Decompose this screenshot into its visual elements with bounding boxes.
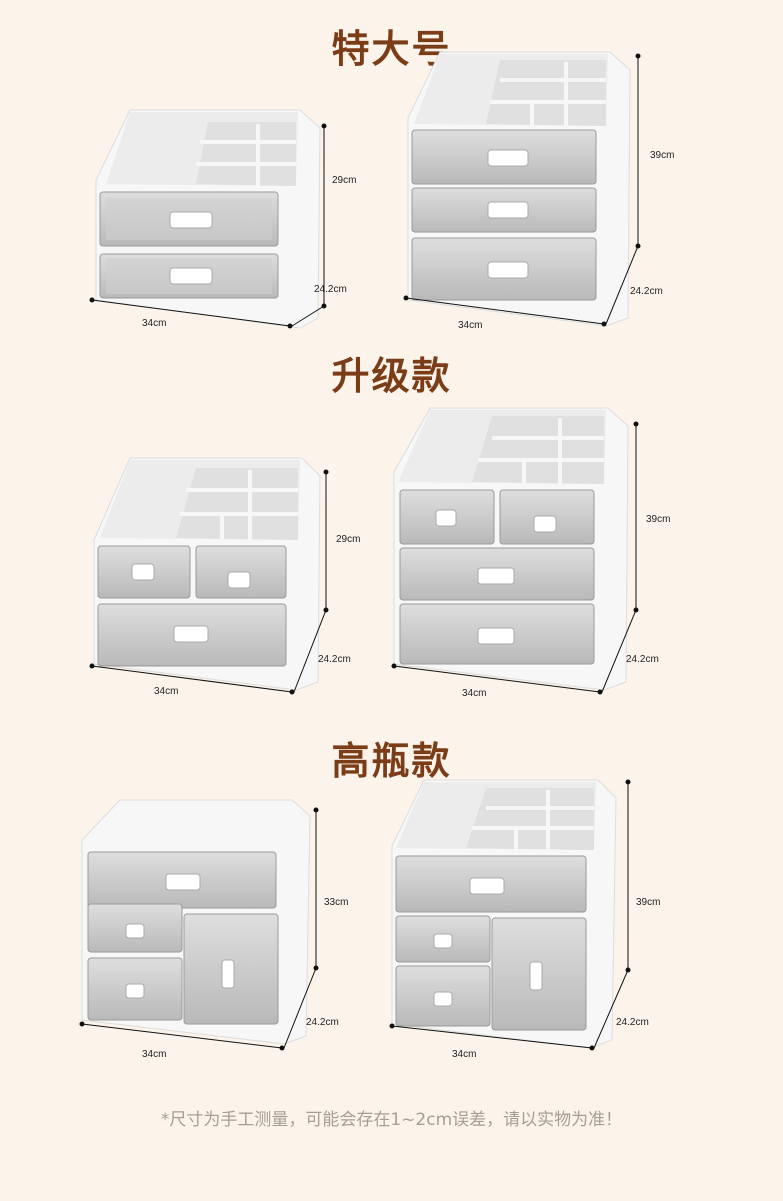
section-title-xl: 特大号 (331, 27, 452, 71)
dim-height: 33cm (324, 897, 349, 908)
dim-height: 29cm (336, 534, 361, 545)
dim-depth: 24.2cm (306, 1017, 339, 1028)
dim-width: 34cm (452, 1049, 477, 1060)
dim-width: 34cm (462, 688, 487, 699)
product-tall-bottle-large (391, 779, 617, 1049)
dim-height: 29cm (332, 175, 357, 186)
dim-width: 34cm (142, 1049, 167, 1060)
section-title-upgrade: 升级款 (331, 354, 452, 398)
dim-width: 34cm (142, 318, 167, 329)
product-upgrade-2-tier (93, 457, 321, 691)
dim-height: 39cm (646, 514, 671, 525)
dimension-lines (79, 53, 641, 1051)
dim-depth: 24.2cm (626, 654, 659, 665)
dim-height: 39cm (636, 897, 661, 908)
product-upgrade-3-tier (393, 407, 629, 691)
product-xl-2-tier (95, 109, 321, 329)
dim-depth: 24.2cm (314, 284, 347, 295)
dim-width: 34cm (458, 320, 483, 331)
section-title-tall-bottle: 高瓶款 (331, 739, 452, 783)
dim-depth: 24.2cm (318, 654, 351, 665)
dim-width: 34cm (154, 686, 179, 697)
footnote: *尺寸为手工测量，可能会存在1~2cm误差，请以实物为准！ (160, 1110, 623, 1130)
product-xl-3-tier (407, 51, 631, 327)
dim-height: 39cm (650, 150, 675, 161)
dim-depth: 24.2cm (616, 1017, 649, 1028)
dim-depth: 24.2cm (630, 286, 663, 297)
product-tall-bottle-small (81, 799, 311, 1045)
